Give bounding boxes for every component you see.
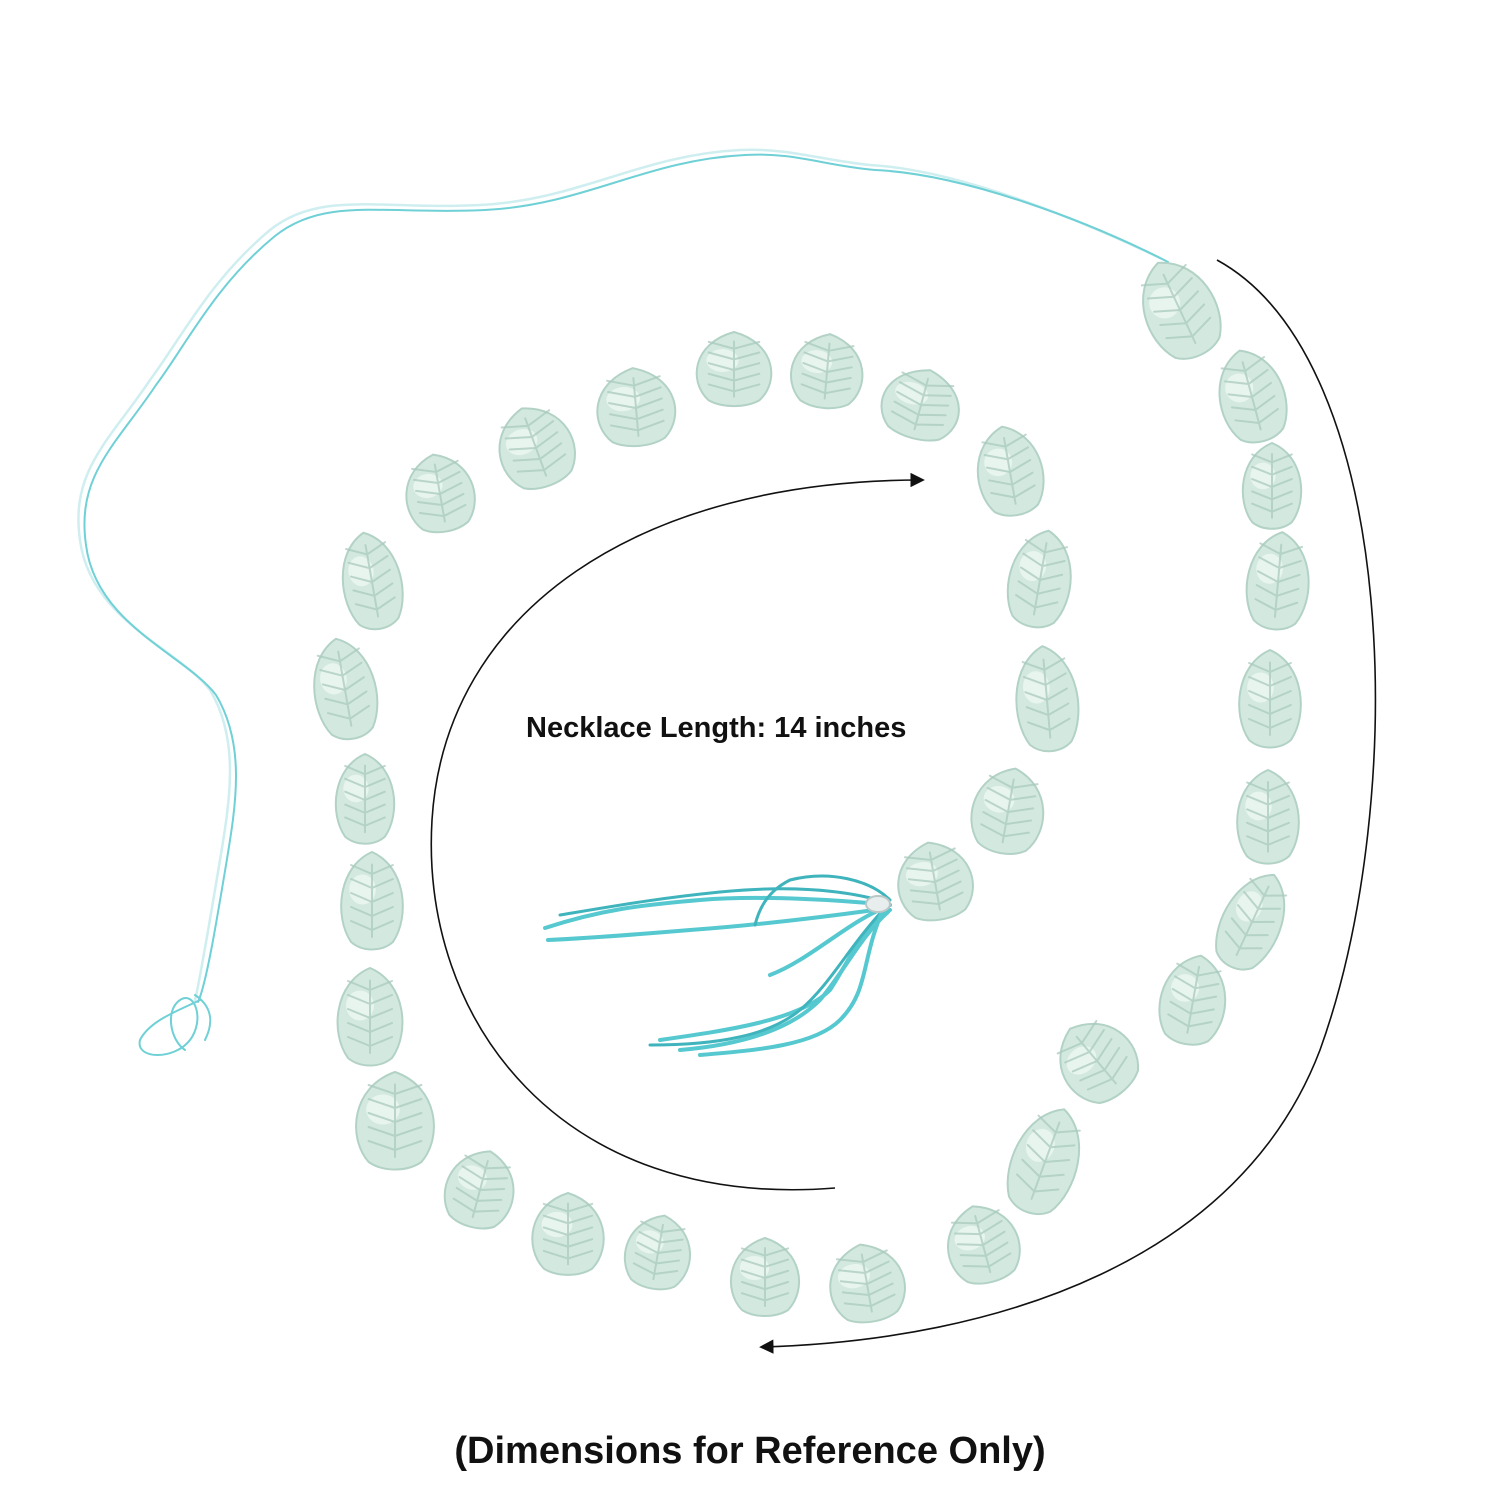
tassel [543,874,892,1057]
measurement-arrows [430,259,1377,1354]
bead [443,1150,515,1230]
bead [336,966,404,1067]
bead [1006,1108,1081,1216]
bead [1015,645,1080,753]
bead [1238,648,1302,749]
dimensions-disclaimer: (Dimensions for Reference Only) [454,1430,1046,1472]
bead [1215,873,1288,971]
bead [729,1236,801,1317]
loose-thread [77,148,1169,1056]
bead [498,407,576,490]
bead [1245,531,1310,631]
bead [341,531,404,631]
bead [1006,529,1072,629]
bead [340,850,404,951]
bead [1236,768,1300,865]
bead [976,425,1045,517]
bead [355,1070,435,1171]
bead [829,1243,906,1324]
bead [596,367,677,448]
bead [1158,954,1227,1046]
bead [531,1191,605,1276]
bead-strand [313,261,1310,1324]
bead [623,1214,692,1291]
bead [1218,349,1288,444]
bead [334,752,396,845]
bead [897,841,974,922]
bead [880,369,960,442]
necklace-length-label: Necklace Length: 14 inches [526,712,907,744]
bead [970,767,1045,855]
bead [1241,441,1303,530]
bead [313,637,379,741]
bead [695,330,773,408]
bead [947,1205,1021,1285]
bead [1140,261,1222,360]
bead [790,333,864,410]
bead [1056,1019,1139,1105]
bead [405,453,476,534]
